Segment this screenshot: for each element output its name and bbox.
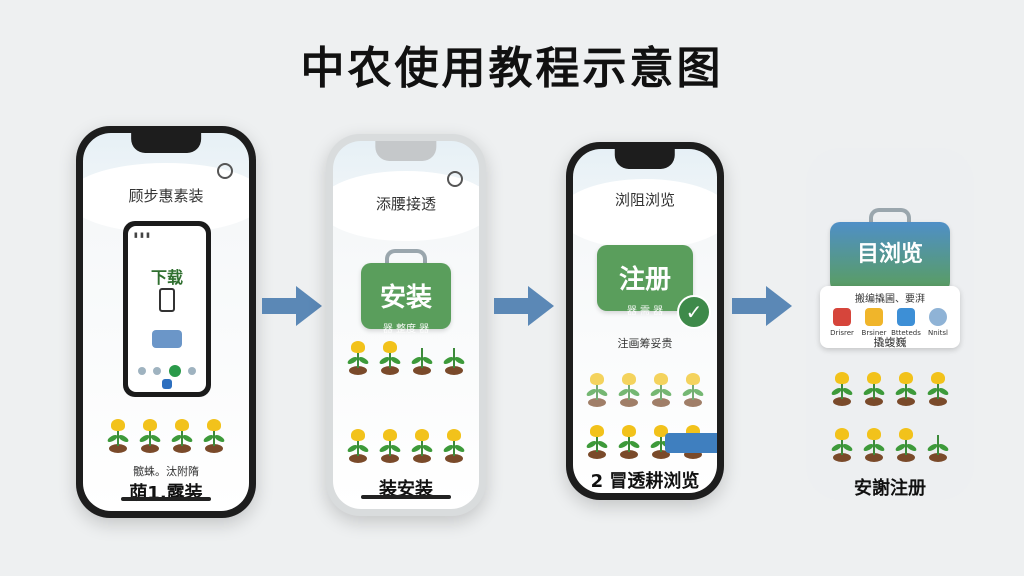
sprout-icon xyxy=(925,368,951,406)
phone-icon xyxy=(159,288,175,312)
sprout-icon xyxy=(105,415,131,453)
step-caption: 安謝注册 xyxy=(854,478,926,499)
plant-row xyxy=(573,369,717,407)
sprout-icon xyxy=(893,368,919,406)
phone-notch xyxy=(614,149,676,169)
plant-row xyxy=(333,337,479,375)
inner-dock xyxy=(134,364,200,378)
install-card[interactable]: 安装 器 整度 器 xyxy=(361,263,451,335)
shield-icon xyxy=(162,379,172,389)
bag-handle xyxy=(869,208,911,228)
install-sub: 器 整度 器 xyxy=(382,324,430,335)
sprout-icon xyxy=(861,368,887,406)
plant-row xyxy=(806,368,974,406)
sheet-caption: 撬蝮巍 xyxy=(873,336,907,349)
register-caption: 注画筹妥贵 xyxy=(617,337,673,350)
phone-notch xyxy=(375,141,437,161)
sprout-icon xyxy=(201,415,227,453)
sprout-icon xyxy=(648,421,674,459)
phone-step-3: 浏阻浏览 注册 器 需 器 ✓ 注画筹妥贵 2 冒透耕浏览 xyxy=(566,142,724,500)
dock-icon[interactable] xyxy=(188,367,197,375)
page-title: 中农使用教程示意图 xyxy=(300,43,724,94)
phone-step-1: 顾步惠素装 ▮ ▮ ▮ 下载 髋蛛。汰附隋 xyxy=(76,126,256,518)
sprout-icon xyxy=(616,421,642,459)
browse-label: 目浏览 xyxy=(856,242,923,267)
sprout-icon xyxy=(829,368,855,406)
arrow-right-icon xyxy=(494,286,554,326)
settings-icon[interactable] xyxy=(217,163,233,179)
sprout-icon xyxy=(137,415,163,453)
sprout-icon xyxy=(861,424,887,462)
step-caption: 荫1.露装 xyxy=(129,483,203,504)
phone-screen: 浏阻浏览 注册 器 需 器 ✓ 注画筹妥贵 2 冒透耕浏览 xyxy=(573,149,717,493)
register-label: 注册 xyxy=(618,265,671,295)
plant-row xyxy=(333,425,479,463)
sprout-icon xyxy=(648,369,674,407)
plant-row xyxy=(806,424,974,462)
step-caption: 2 冒透耕浏览 xyxy=(590,471,700,492)
sprout-icon xyxy=(584,369,610,407)
sprout-icon xyxy=(616,369,642,407)
download-button[interactable] xyxy=(168,365,181,377)
dock-icon[interactable] xyxy=(137,367,146,375)
screen-title: 顾步惠素装 xyxy=(128,187,204,205)
step-caption: 装安装 xyxy=(379,479,433,500)
home-indicator xyxy=(361,495,451,499)
settings-icon[interactable] xyxy=(447,171,463,187)
sprout-icon xyxy=(441,337,467,375)
sheet-text: 搬编撬圃、要湃 xyxy=(855,294,925,305)
bag-handle xyxy=(385,249,427,269)
phone-step-2: 添腰接透 安装 器 整度 器 装安装 xyxy=(326,134,486,516)
sheet-icon-label: Drisrer xyxy=(830,329,854,337)
checkmark-icon: ✓ xyxy=(677,295,711,329)
sprout-icon xyxy=(345,337,371,375)
sprout-icon xyxy=(377,425,403,463)
app-sheet: 搬编撬圃、要湃 Drisrer Brsiner Btteteds Nnitsl xyxy=(820,286,960,348)
register-sub: 器 需 器 xyxy=(626,306,664,317)
sheet-icons: Drisrer Brsiner Btteteds Nnitsl xyxy=(826,308,954,337)
screen-title: 浏阻浏览 xyxy=(614,191,675,209)
header-wave xyxy=(573,179,717,249)
sprout-icon xyxy=(584,421,610,459)
home-indicator xyxy=(121,497,211,501)
sprout-icon xyxy=(925,424,951,462)
sheet-icon-label: Brsiner xyxy=(861,329,887,337)
install-label: 安装 xyxy=(379,283,432,313)
sprout-icon xyxy=(409,425,435,463)
inner-phone-screen: ▮ ▮ ▮ 下载 xyxy=(128,226,206,392)
phone-step-4-content: 目浏览 搬编撬圃、要湃 Drisrer Brsiner Btteteds Nni… xyxy=(806,148,974,500)
sprout-icon xyxy=(377,337,403,375)
flag-icon[interactable]: Btteteds xyxy=(891,308,921,337)
phone-notch xyxy=(131,133,201,153)
sprout-icon xyxy=(441,425,467,463)
arrow-right-icon xyxy=(732,286,792,326)
phone-screen: 添腰接透 安装 器 整度 器 装安装 xyxy=(333,141,479,509)
sprout-icon xyxy=(409,337,435,375)
sprout-icon xyxy=(345,425,371,463)
wallet-icon[interactable]: Brsiner xyxy=(859,308,889,337)
blue-tag[interactable] xyxy=(665,433,717,453)
download-label: 下载 xyxy=(150,268,183,287)
arrow-right-icon xyxy=(262,286,322,326)
register-card[interactable]: 注册 器 需 器 xyxy=(597,245,693,317)
sprout-icon xyxy=(829,424,855,462)
plant-row xyxy=(573,421,717,459)
plant-row xyxy=(83,415,249,453)
sprout-icon xyxy=(169,415,195,453)
sprout-icon xyxy=(680,369,706,407)
step-subcaption: 髋蛛。汰附隋 xyxy=(133,465,199,478)
bag-icon xyxy=(152,330,182,348)
screen-title: 添腰接透 xyxy=(375,195,436,213)
dock-icon[interactable] xyxy=(153,367,162,375)
globe-icon[interactable]: Nnitsl xyxy=(923,308,953,337)
signal-icon: ▮ ▮ ▮ xyxy=(134,231,151,239)
inner-phone: ▮ ▮ ▮ 下载 xyxy=(123,221,211,397)
phone-screen: 顾步惠素装 ▮ ▮ ▮ 下载 髋蛛。汰附隋 xyxy=(83,133,249,511)
sheet-icon-label: Nnitsl xyxy=(928,329,948,337)
sprout-icon xyxy=(893,424,919,462)
map-pin-icon[interactable]: Drisrer xyxy=(827,308,857,337)
sheet-icon-label: Btteteds xyxy=(891,329,921,337)
browse-card[interactable]: 目浏览 xyxy=(830,222,950,292)
